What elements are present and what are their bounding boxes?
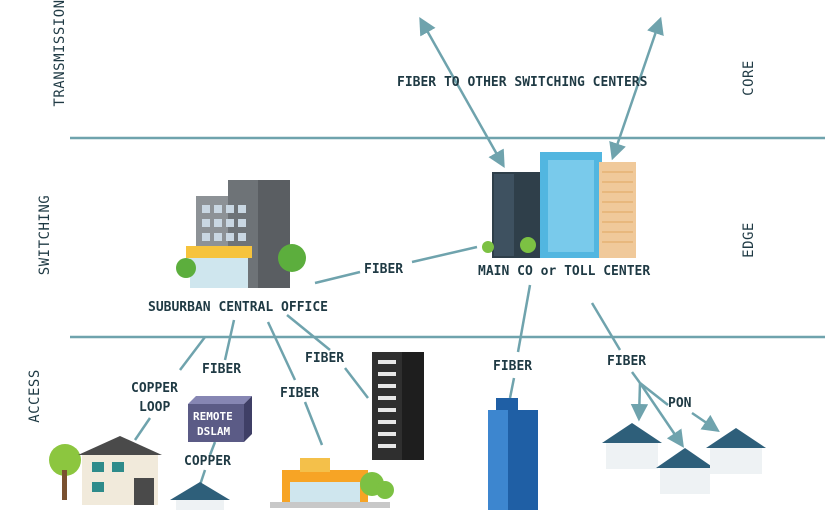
dslam-copper-link: [208, 441, 217, 456]
fiber-edge-link-a: [314, 270, 361, 285]
copper-loop-link: [179, 336, 206, 371]
layer-edge: EDGE: [741, 222, 757, 258]
copper-label: COPPER: [184, 454, 231, 469]
main-co-label: MAIN CO or TOLL CENTER: [478, 264, 651, 279]
fiber-skyscraper-label: FIBER: [493, 359, 533, 374]
pon-split-right-b: [691, 411, 720, 432]
fiber-skyscraper-link-a: [516, 284, 532, 353]
house-copper-loop: [49, 436, 162, 505]
fiber-shop-link-a: [266, 321, 297, 381]
shop-building: [270, 458, 394, 508]
layer-access: ACCESS: [27, 369, 43, 423]
fiber-tower-link-b: [344, 367, 369, 399]
layer-switching: SWITCHING: [37, 194, 53, 276]
pon-label: PON: [668, 396, 692, 411]
fiber-tower-label: FIBER: [305, 351, 345, 366]
layer-transmission: TRANSMISSION: [52, 0, 68, 107]
fiber-tower-link-a: [286, 314, 331, 351]
fiber-shop-label: FIBER: [280, 386, 320, 401]
pon-split-right: [639, 382, 669, 406]
fiber-edge-label: FIBER: [364, 262, 404, 277]
skyscraper-building: [488, 398, 538, 510]
fiber-edge-link-b: [411, 245, 478, 264]
pon-split-mid: [638, 382, 684, 448]
copper-loop-link-lower: [133, 417, 152, 441]
connection-lines: [133, 16, 720, 486]
tower-building: [372, 352, 424, 460]
fiber-skyscraper-link-b: [508, 377, 516, 399]
fiber-shop-link-b: [303, 401, 324, 446]
suburban-co-building: [176, 180, 306, 288]
suburban-co-label: SUBURBAN CENTRAL OFFICE: [148, 300, 329, 315]
fiber-pon-link-b: [630, 371, 642, 384]
arrow-to-other-centers-right: [609, 16, 664, 161]
copper-loop-label-2: LOOP: [139, 400, 171, 415]
house-copper: [170, 482, 230, 510]
remote-dslam-box: [188, 396, 252, 442]
remote-dslam-label-2: DSLAM: [197, 425, 231, 438]
fiber-dslam-label: FIBER: [202, 362, 242, 377]
copper-loop-label-1: COPPER: [131, 381, 178, 396]
pon-split-left: [630, 382, 649, 422]
main-co-building: [482, 152, 636, 258]
pon-houses: [602, 423, 766, 494]
fiber-pon-label: FIBER: [607, 354, 647, 369]
layer-core: CORE: [741, 60, 757, 96]
fiber-pon-link-a: [590, 302, 622, 351]
dslam-link: [223, 319, 236, 361]
arrow-to-other-centers-left: [419, 16, 505, 169]
remote-dslam-label-1: REMOTE: [193, 410, 233, 423]
fiber-to-other-centers-label: FIBER TO OTHER SWITCHING CENTERS: [397, 75, 648, 90]
